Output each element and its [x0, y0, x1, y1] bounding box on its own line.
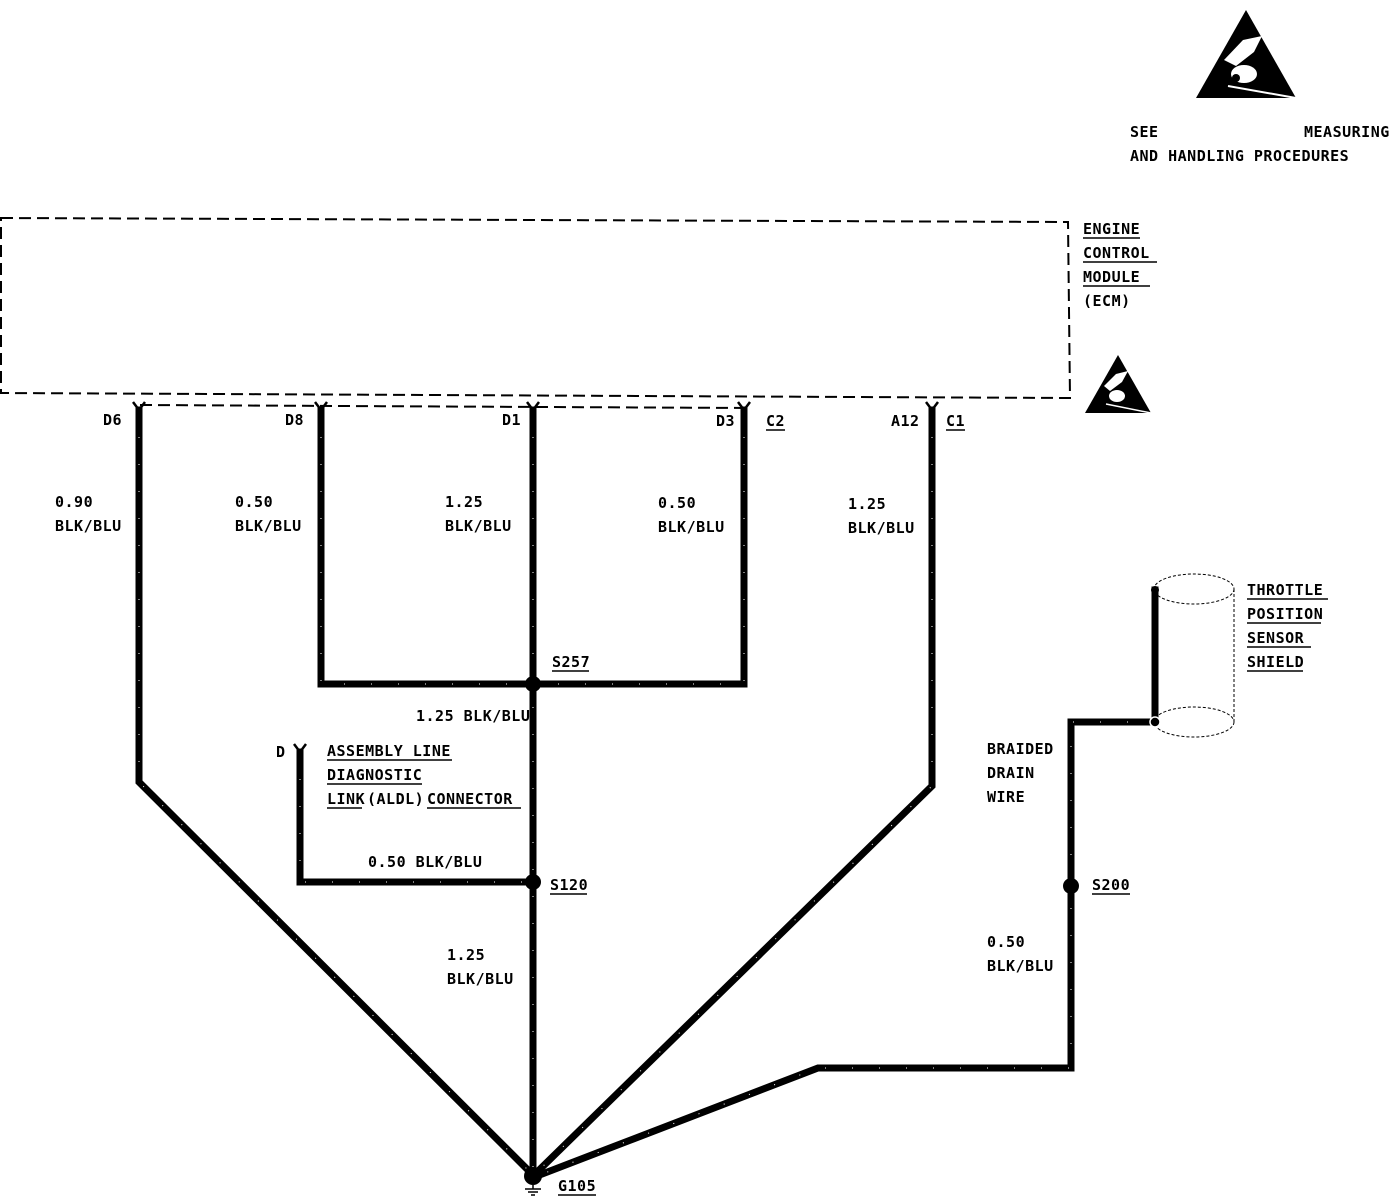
- wire-s120-gauge: 1.25: [447, 946, 485, 964]
- aldl-label: ASSEMBLY LINE DIAGNOSTIC LINK (ALDL) CON…: [327, 742, 521, 809]
- tps-label-line2: POSITION: [1247, 605, 1323, 623]
- aldl-label-connector: CONNECTOR: [427, 790, 513, 808]
- tps-shield-label: THROTTLE POSITION SENSOR SHIELD: [1247, 581, 1328, 672]
- tps-label-line4: SHIELD: [1247, 653, 1304, 671]
- aldl-pin: D: [276, 743, 286, 761]
- wire-a12-gauge: 1.25: [848, 495, 886, 513]
- wire-d3-color: BLK/BLU: [658, 518, 725, 536]
- wire-d6-gauge: 0.90: [55, 493, 93, 511]
- splice-s120-label: S120: [550, 876, 588, 894]
- pin-a12: A12: [891, 412, 920, 430]
- ecm-label-engine: ENGINE: [1083, 220, 1140, 238]
- tps-shield-cylinder: [1153, 573, 1235, 738]
- tps-label-line3: SENSOR: [1247, 629, 1305, 647]
- splice-s257-label: S257: [552, 653, 590, 671]
- wire-d8: [317, 406, 536, 688]
- ecm-label-abbrev: (ECM): [1083, 292, 1131, 310]
- esd-small-icon: [1085, 355, 1152, 414]
- ecm-label: ENGINE CONTROL MODULE (ECM): [1083, 220, 1157, 310]
- ecm-label-module: MODULE: [1083, 268, 1140, 286]
- aldl-label-abbrev: (ALDL): [367, 790, 424, 808]
- drain-label-line1: BRAIDED: [987, 740, 1054, 758]
- esd-note-see: SEE: [1130, 123, 1159, 141]
- wire-d1-color: BLK/BLU: [445, 517, 512, 535]
- esd-warning-icon: [1196, 10, 1297, 99]
- pin-d6: D6: [103, 411, 122, 429]
- pin-d8: D8: [285, 411, 304, 429]
- wire-a12: [530, 406, 936, 1179]
- ground-g105-label: G105: [558, 1177, 596, 1195]
- aldl-label-link: LINK: [327, 790, 365, 808]
- splice-s257-dot: [525, 676, 541, 692]
- shield-bottom-dot: [1149, 716, 1161, 728]
- ground-g105-symbol: [524, 1167, 542, 1196]
- pin-d3: D3: [716, 412, 735, 430]
- drain-label-line3: WIRE: [987, 788, 1025, 806]
- drain-label-line2: DRAIN: [987, 764, 1035, 782]
- splice-s200-label: S200: [1092, 876, 1130, 894]
- pin-symbols: [132, 401, 939, 755]
- wire-d8-color: BLK/BLU: [235, 517, 302, 535]
- wire-s257-down: 1.25 BLK/BLU: [416, 707, 530, 725]
- wire-a12-color: BLK/BLU: [848, 519, 915, 537]
- tps-label-line1: THROTTLE: [1247, 581, 1323, 599]
- aldl-label-line2: DIAGNOSTIC: [327, 766, 422, 784]
- wire-s200-color: BLK/BLU: [987, 957, 1054, 975]
- wire-s200-gauge: 0.50: [987, 933, 1025, 951]
- esd-note-procedures: AND HANDLING PROCEDURES: [1130, 147, 1349, 165]
- wire-d1-gauge: 1.25: [445, 493, 483, 511]
- splice-s120-dot: [525, 874, 541, 890]
- wire-drain: [532, 718, 1159, 1181]
- wire-d6-color: BLK/BLU: [55, 517, 122, 535]
- wire-aldl-label: 0.50 BLK/BLU: [368, 853, 482, 871]
- wire-d6: [135, 406, 537, 1179]
- esd-note-measuring: MEASURING: [1304, 123, 1390, 141]
- pin-c2: C2: [766, 412, 785, 430]
- wire-aldl: [296, 748, 537, 886]
- ecm-box: [0, 216, 1072, 400]
- ecm-label-control: CONTROL: [1083, 244, 1150, 262]
- shield-top-dot: [1151, 586, 1159, 594]
- pin-c1: C1: [946, 412, 965, 430]
- wire-d8-gauge: 0.50: [235, 493, 273, 511]
- wire-s120-color: BLK/BLU: [447, 970, 514, 988]
- splice-s200-dot: [1063, 878, 1079, 894]
- wire-d3-gauge: 0.50: [658, 494, 696, 512]
- wires: [135, 406, 1159, 1181]
- wire-d3: [528, 406, 748, 688]
- aldl-label-line1: ASSEMBLY LINE: [327, 742, 451, 760]
- pin-d1: D1: [502, 411, 521, 429]
